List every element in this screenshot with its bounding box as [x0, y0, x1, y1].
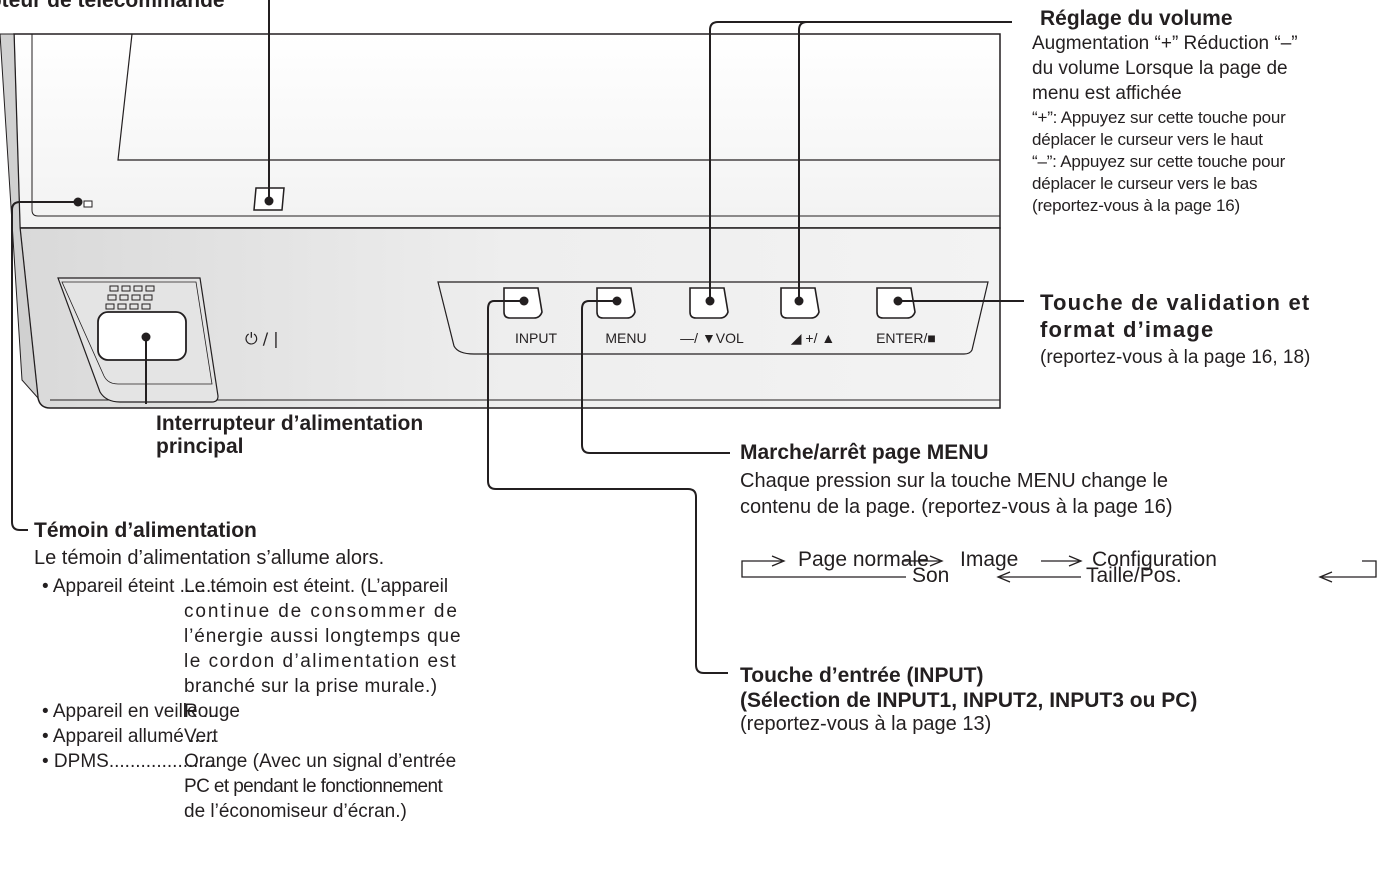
- cycle-son: Son: [912, 564, 950, 587]
- vol-up-button-label: ◢ +/ ▲: [791, 330, 835, 346]
- menu-cycle-diagram: [741, 555, 1377, 583]
- power-indicator-intro: Le témoin d’alimentation s’allume alors.: [34, 547, 385, 569]
- volume-menu-desc: “+”: Appuyez sur cette touche pour dépla…: [1032, 108, 1286, 215]
- menu-title: Marche/arrêt page MENU: [740, 441, 989, 464]
- power-symbol: ⏻ / |: [245, 329, 279, 348]
- enter-ref: (reportez-vous à la page 16, 18): [1040, 347, 1311, 368]
- volume-title: Réglage du volume: [1040, 7, 1233, 30]
- vol-down-button-label: —/ ▼VOL: [680, 330, 744, 346]
- volume-desc: Augmentation “+” Réduction “–” du volume…: [1032, 33, 1298, 104]
- menu-button-label: MENU: [605, 330, 646, 346]
- power-switch-title: Interrupteur d’alimentation principal: [156, 412, 424, 458]
- speaker-grille: [105, 285, 155, 310]
- enter-title: Touche de validation et format d’image: [1040, 290, 1311, 342]
- menu-desc: Chaque pression sur la touche MENU chang…: [740, 470, 1173, 518]
- leader-volume-up: [798, 21, 808, 301]
- leader-power-indicator: [11, 201, 78, 531]
- enter-button-label: ENTER/■: [876, 330, 936, 346]
- remote-sensor-title: Capteur de télécommande: [0, 0, 225, 12]
- leader-volume: [709, 21, 1012, 301]
- cycle-page-normale: Page normale: [798, 548, 929, 571]
- leader-menu: [581, 300, 730, 454]
- cycle-image: Image: [960, 548, 1019, 571]
- input-button-label: INPUT: [515, 330, 557, 346]
- device-top-panel: [117, 33, 1000, 161]
- cycle-configuration: Configuration: [1092, 548, 1217, 571]
- input-ref: (reportez-vous à la page 13): [740, 713, 992, 735]
- power-indicator-title: Témoin d’alimentation: [34, 519, 257, 542]
- control-button-strip: [437, 281, 989, 355]
- power-indicator-led: [83, 200, 93, 208]
- input-title: Touche d’entrée (INPUT) (Sélection de IN…: [740, 664, 1198, 712]
- device-top-surface: [13, 33, 1001, 229]
- leader-input: [487, 300, 728, 674]
- cycle-taille-pos: Taille/Pos.: [1086, 564, 1182, 587]
